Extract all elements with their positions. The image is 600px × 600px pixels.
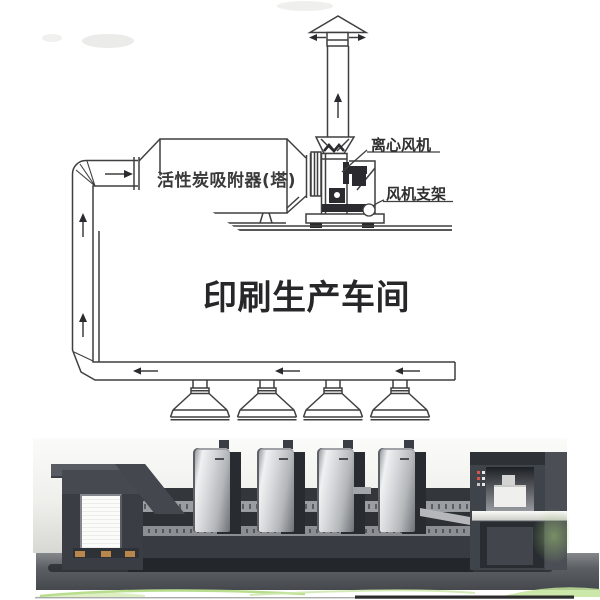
fan-inlet-funnel [314,136,356,155]
pallet-block [75,551,85,557]
flow-arrow-left-icon [309,34,326,41]
suction-hood-icon [169,380,231,421]
centrifugal-fan-label: 离心风机 [371,136,432,154]
walkway-rail [141,526,473,536]
print-tower [378,448,415,532]
elbow-turning-vanes [75,160,96,187]
adsorber-label: 活性炭吸附器(塔) [157,171,297,191]
pallet-block [101,551,111,557]
label-leaders [341,149,453,217]
flow-arrow-left-icon [275,367,300,375]
suction-hood-icon [369,380,431,421]
flow-arrow-up-icon [334,93,342,118]
scan-artifact [42,1,333,48]
print-tower [317,448,354,532]
adsorber-tank [138,138,322,224]
model-plate [353,487,371,494]
tower-vent [404,440,414,449]
tower-vent [219,440,229,449]
tower-vent [283,440,293,449]
press-base-skirt [128,558,473,572]
printing-press-photo [33,438,599,594]
pallet-block [125,551,135,557]
flow-arrow-left-icon [395,367,420,375]
suction-hoods [169,380,431,421]
print-tower [193,448,230,532]
flow-arrow-up-icon [79,213,87,237]
exhaust-cap-icon [307,15,369,47]
flow-arrow-right-icon [105,170,133,178]
green-accent-glow [531,508,569,564]
print-tower [257,448,294,532]
delivery-top [470,452,567,465]
bottom-accent [35,587,600,599]
workshop-title: 印刷生产车间 [203,278,410,318]
page-border-line [355,595,574,599]
control-buttons [477,471,480,474]
extraction-ductwork [71,157,456,381]
flow-arrow-right-icon [349,34,366,41]
delivery-tray [472,511,567,521]
fan-support-label: 风机支架 [386,185,447,203]
tower-vent [343,440,353,449]
exhaust-stack [326,46,350,137]
delivery-equipment [502,475,515,485]
flow-arrow-up-icon [79,313,87,337]
page-border-line [35,597,355,599]
delivery-equipment [494,485,526,507]
fan-motor [322,162,370,212]
suction-hood-icon [236,380,298,421]
delivery-panel [487,527,533,565]
suction-hood-icon [302,380,364,421]
flow-arrow-left-icon [133,367,158,375]
